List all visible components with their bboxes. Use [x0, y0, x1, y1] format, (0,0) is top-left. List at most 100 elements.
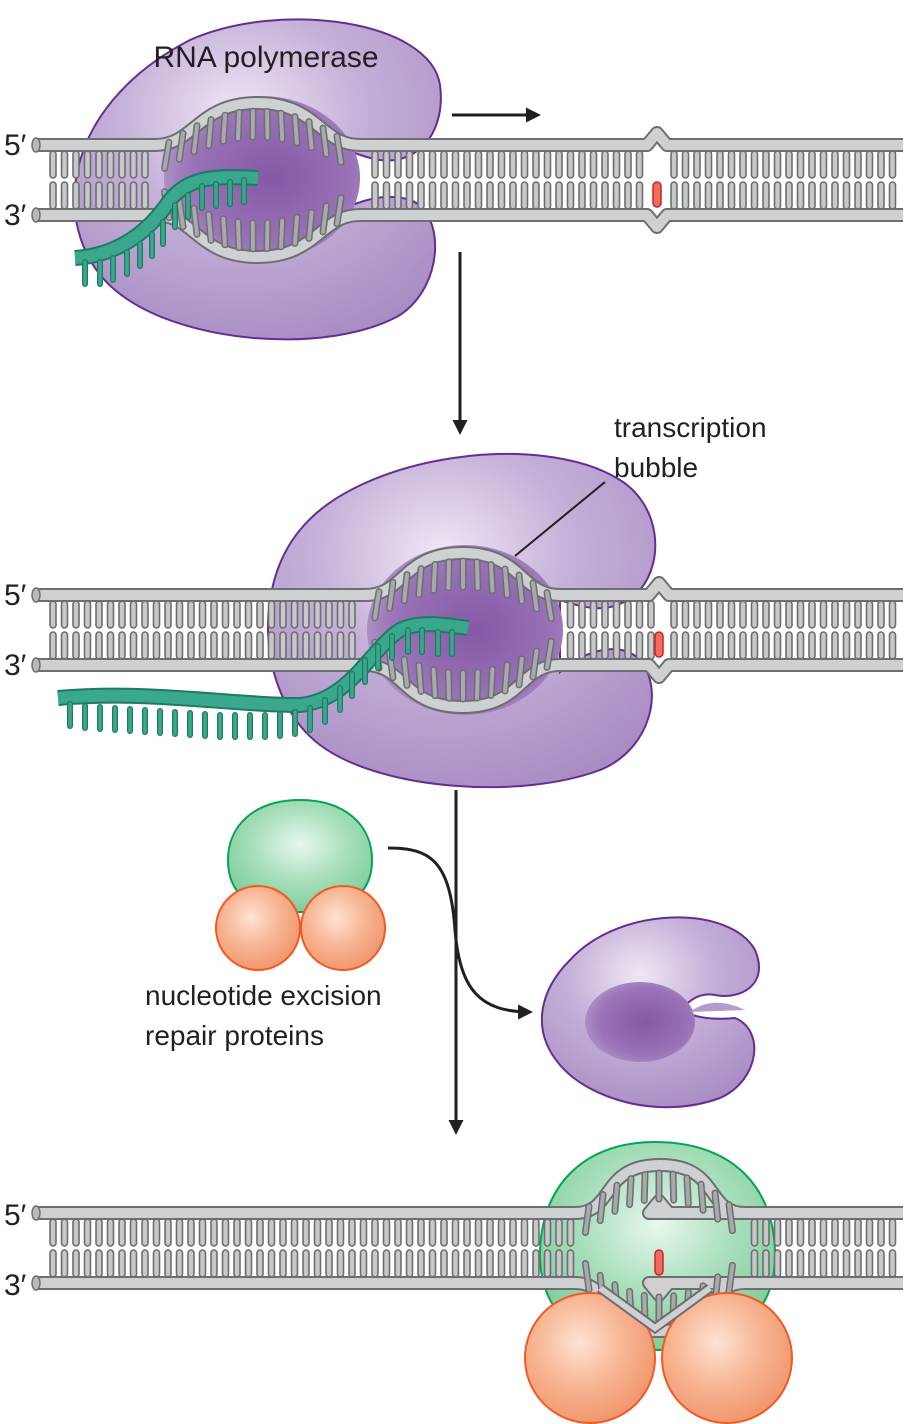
base-pair [796, 631, 805, 660]
base-pair [267, 1249, 276, 1278]
single-strand-base [727, 1263, 735, 1294]
base-pair [497, 150, 506, 179]
strand-end [31, 587, 41, 603]
five-prime-label-2: 5′ [4, 579, 27, 612]
single-strand-base [402, 657, 409, 688]
base-pair [141, 631, 149, 660]
base-pair [198, 631, 207, 660]
base-pair [589, 631, 598, 660]
single-strand-base [191, 123, 199, 154]
base-pair [877, 1218, 885, 1247]
base-pair [808, 600, 816, 629]
base-pair [865, 600, 874, 629]
base-pair [670, 631, 678, 660]
base-pair [842, 1249, 851, 1278]
base-pair [106, 631, 115, 660]
dna-strand-top-outline [36, 1158, 903, 1220]
base-pair [60, 150, 69, 179]
single-strand-base [685, 1175, 691, 1206]
base-pair [486, 1249, 494, 1278]
base-pair [405, 181, 414, 210]
single-strand-base [671, 1172, 676, 1203]
base-pair [693, 150, 701, 179]
base-pair [152, 600, 161, 629]
base-pair [221, 600, 230, 629]
single-strand-base [699, 1182, 706, 1213]
base-pair [463, 150, 471, 179]
panel-1-elongation: RNA polymerase 5′ 3′ [4, 18, 903, 341]
base-pair [129, 1249, 138, 1278]
base-pair [302, 1218, 310, 1247]
single-strand-base [293, 114, 299, 145]
single-strand-base [598, 1192, 605, 1223]
single-strand-base [177, 198, 185, 229]
single-strand-base [642, 1172, 647, 1203]
base-pair [635, 181, 644, 210]
five-prime-label-3: 5′ [4, 1199, 27, 1232]
base-pair [106, 1218, 115, 1247]
rna-transcript-2 [57, 616, 470, 740]
base-pair [612, 600, 621, 629]
base-pair [854, 1249, 862, 1278]
base-pair [60, 631, 69, 660]
base-pair [808, 181, 816, 210]
base-pair [888, 181, 897, 210]
base-pair [164, 1218, 172, 1247]
base-pair [141, 600, 149, 629]
base-pair [773, 181, 782, 210]
base-pair [474, 150, 483, 179]
base-pair [267, 631, 276, 660]
base-pair [290, 1249, 299, 1278]
repair-proteins-label-line1: nucleotide excision [145, 980, 382, 1011]
base-pair [72, 181, 80, 210]
single-strand-base [727, 1202, 735, 1233]
base-pair [382, 181, 391, 210]
base-pair [773, 150, 782, 179]
base-pair [141, 1249, 149, 1278]
base-pair [842, 631, 851, 660]
base-pair [739, 600, 747, 629]
base-pair [371, 150, 379, 179]
base-pair [555, 1249, 563, 1278]
base-pair [233, 600, 241, 629]
base-pair [785, 181, 793, 210]
repair-recruit-arrow [387, 846, 533, 1020]
single-strand-base [307, 119, 314, 150]
single-strand-base [489, 562, 495, 593]
base-pair [210, 1218, 218, 1247]
base-pair [831, 631, 839, 660]
base-pair [474, 181, 483, 210]
base-pair [382, 150, 391, 179]
rna-polymerase-label: RNA polymerase [153, 41, 378, 74]
base-pair [532, 1218, 540, 1247]
base-pair [279, 1249, 287, 1278]
base-pair [302, 600, 310, 629]
base-pair [520, 1249, 529, 1278]
base-pair [888, 631, 897, 660]
base-pair [187, 600, 195, 629]
base-pair [612, 150, 621, 179]
base-pair [405, 1218, 414, 1247]
released-polymerase [540, 916, 760, 1109]
base-pair [175, 631, 184, 660]
base-pair [141, 150, 149, 179]
base-pair [865, 150, 874, 179]
base-pair [83, 150, 92, 179]
base-pair [612, 181, 621, 210]
single-strand-base [221, 113, 227, 144]
base-pair [624, 150, 632, 179]
base-pair [359, 1249, 368, 1278]
single-strand-base [503, 566, 510, 597]
base-pair [474, 1218, 483, 1247]
base-pair [348, 600, 356, 629]
base-pair [681, 600, 690, 629]
base-pair [244, 631, 253, 660]
base-pair [325, 1218, 333, 1247]
base-pair [417, 1218, 425, 1247]
base-pair [785, 600, 793, 629]
base-pair [451, 181, 460, 210]
single-strand-base [162, 140, 171, 171]
base-pair [198, 600, 207, 629]
base-pair [256, 631, 264, 660]
single-strand-base [307, 210, 314, 241]
